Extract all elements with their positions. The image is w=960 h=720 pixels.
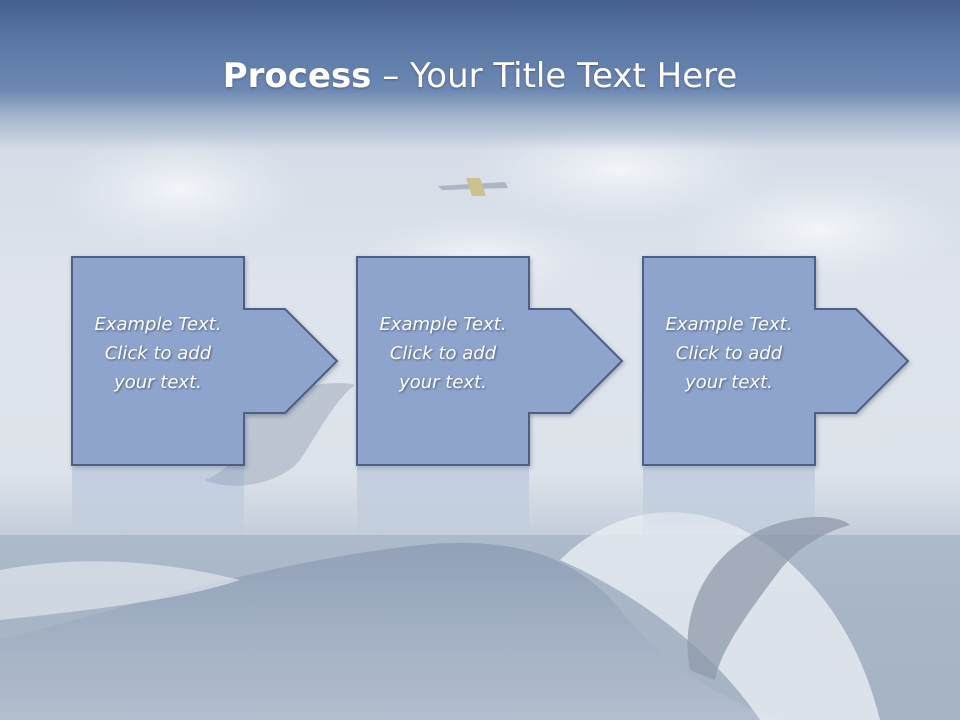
step-text-line: your text. <box>114 372 202 393</box>
process-step-3[interactable] <box>642 256 910 540</box>
slide-title[interactable]: Process – Your Title Text Here <box>0 52 960 100</box>
step-reflection <box>643 467 815 540</box>
process-step-2[interactable] <box>356 256 624 540</box>
wave-foam <box>0 561 240 620</box>
process-step-1[interactable] <box>71 256 339 540</box>
step-text-line: Click to add <box>389 343 497 364</box>
step-text-line: Example Text. <box>94 314 222 335</box>
wave <box>0 542 780 720</box>
step-3-text[interactable]: Example Text. Click to add your text. <box>643 310 815 397</box>
title-rest: – Your Title Text Here <box>371 56 738 96</box>
step-arrow-shape <box>71 256 339 466</box>
step-reflection <box>357 467 529 540</box>
step-reflection <box>72 467 244 540</box>
step-text-line: Click to add <box>104 343 212 364</box>
airplane-icon <box>438 178 508 196</box>
step-text-line: your text. <box>399 372 487 393</box>
step-2-text[interactable]: Example Text. Click to add your text. <box>357 310 529 397</box>
title-banner <box>0 0 960 150</box>
step-text-line: Example Text. <box>379 314 507 335</box>
step-1-text[interactable]: Example Text. Click to add your text. <box>72 310 244 397</box>
step-text-line: Example Text. <box>665 314 793 335</box>
step-text-line: Click to add <box>675 343 783 364</box>
dolphin-shape <box>687 516 850 680</box>
title-bold: Process <box>222 56 372 96</box>
cloud <box>50 130 310 250</box>
step-text-line: your text. <box>685 372 773 393</box>
step-arrow-shape <box>356 256 624 466</box>
step-arrow-shape <box>642 256 910 466</box>
